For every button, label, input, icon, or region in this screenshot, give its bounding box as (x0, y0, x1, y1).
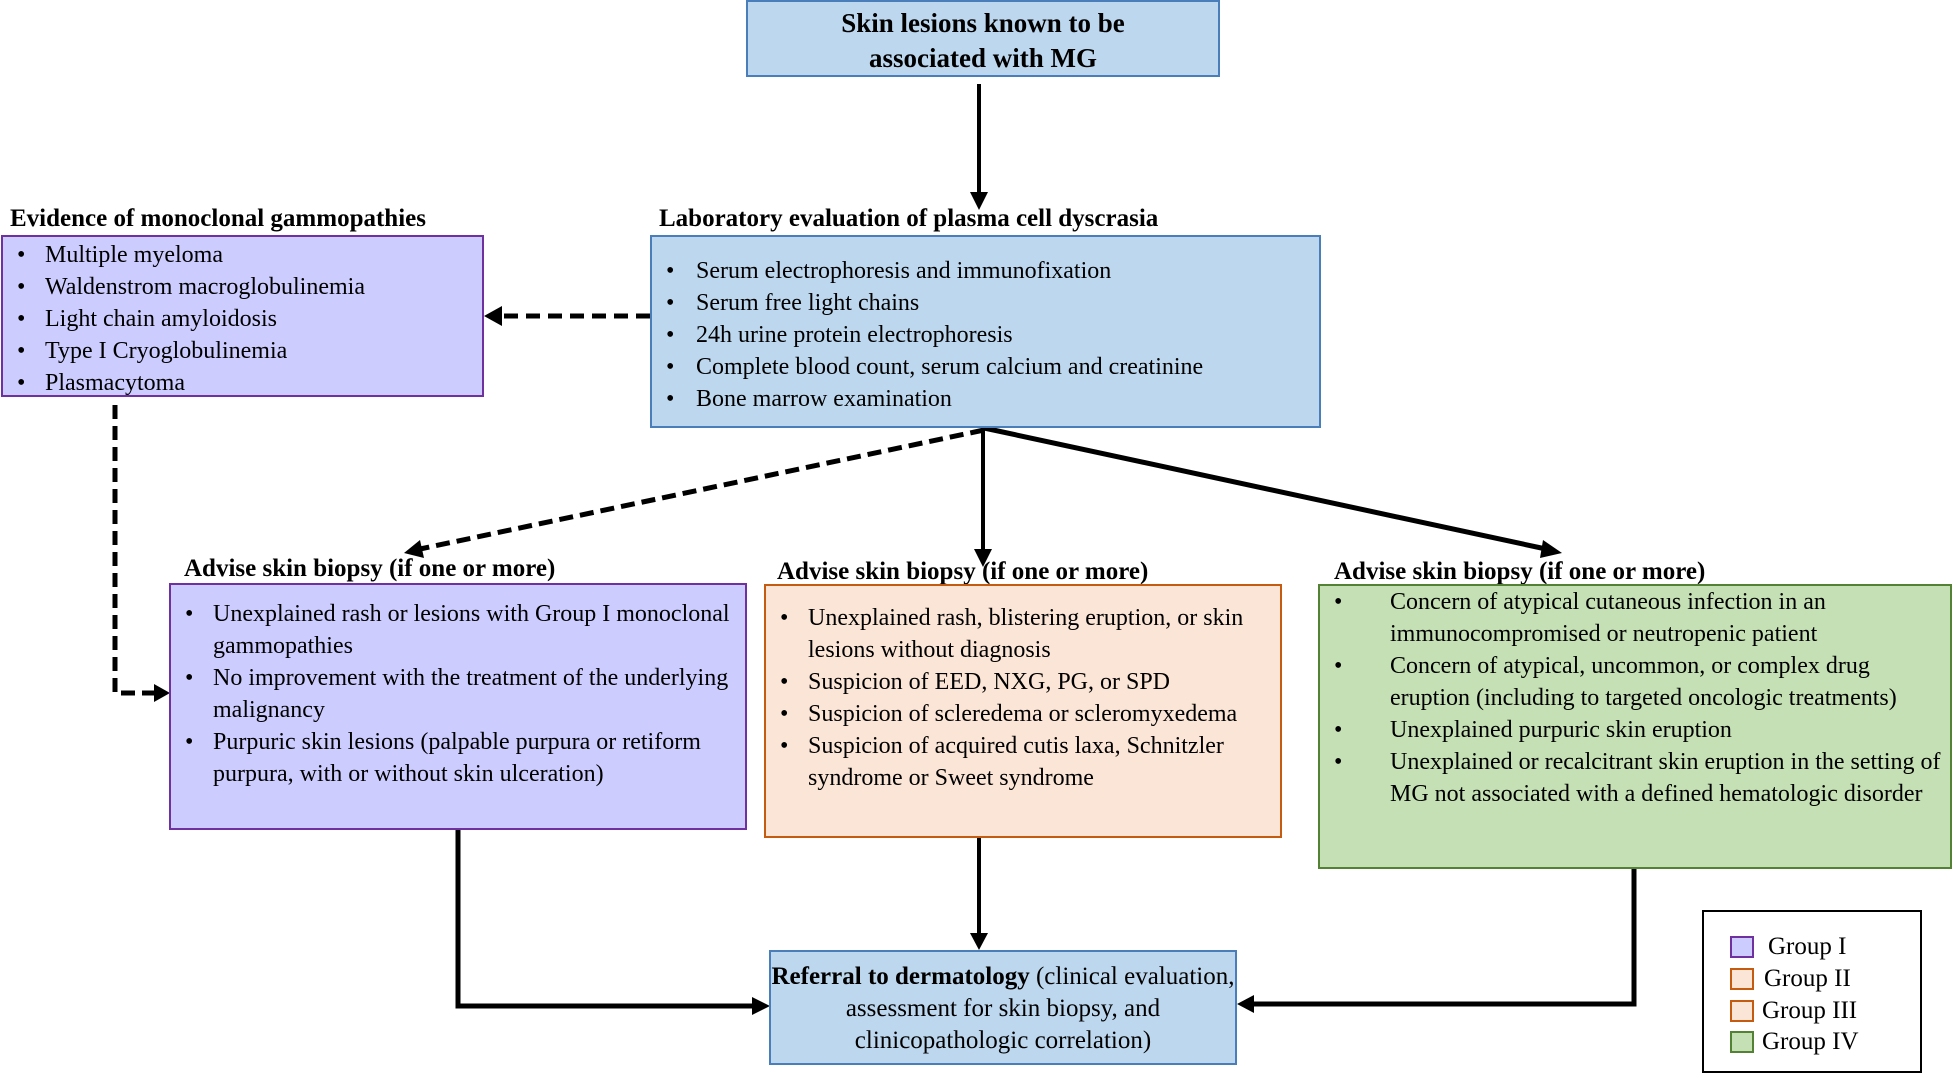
list-item: Concern of atypical cutaneous infection … (1320, 586, 1950, 650)
biopsy-group1-list: Unexplained rash or lesions with Group I… (171, 598, 745, 790)
biopsy-group4-list: Concern of atypical cutaneous infection … (1320, 586, 1950, 810)
biopsy-group1-box: Unexplained rash or lesions with Group I… (169, 583, 747, 830)
arrow-lab-to-biopsy-group1 (419, 427, 985, 552)
list-item: Suspicion of EED, NXG, PG, or SPD (766, 666, 1280, 698)
legend-item-group2: Group II (1730, 965, 1851, 993)
list-item: 24h urine protein electrophoresis (652, 319, 1319, 351)
list-item: Unexplained rash or lesions with Group I… (171, 598, 745, 662)
biopsy-group1-title: Advise skin biopsy (if one or more) (184, 555, 556, 582)
arrow-lab-to-biopsy-group4 (983, 425, 1547, 552)
arrowhead-lab-to-biopsy-group1 (404, 540, 424, 558)
list-item: Suspicion of acquired cutis laxa, Schnit… (766, 730, 1280, 794)
legend-item-group3: Group III (1730, 997, 1857, 1025)
legend-swatch-group2 (1730, 968, 1754, 990)
list-item: Unexplained purpuric skin eruption (1320, 714, 1950, 746)
referral-description: (clinical evaluation, assessment for ski… (845, 963, 1235, 1054)
arrow-biopsy-group1-to-referral (455, 829, 754, 1009)
list-item: Purpuric skin lesions (palpable purpura … (171, 726, 745, 790)
list-item: Bone marrow examination (652, 383, 1319, 415)
arrowhead-biopsy-group1-to-referral (752, 997, 770, 1015)
list-item: Complete blood count, serum calcium and … (652, 351, 1319, 383)
arrowhead-lab-to-biopsy-group4 (1540, 540, 1562, 558)
evidence-box: Multiple myeloma Waldenstrom macroglobul… (1, 235, 484, 399)
legend-label: Group IV (1762, 1028, 1859, 1055)
list-item: Waldenstrom macroglobulinemia (3, 271, 482, 303)
legend-item-group1: Group I (1730, 933, 1846, 961)
list-item: Serum electrophoresis and immunofixation (652, 255, 1319, 287)
arrowhead-lab-to-evidence (484, 306, 502, 326)
arrowhead-biopsy-group2-3-to-referral (970, 933, 988, 950)
legend: Group I Group II Group III Group IV (1702, 910, 1922, 1073)
arrowhead-top-to-lab (970, 192, 988, 210)
legend-swatch-group1 (1730, 936, 1754, 958)
arrow-evidence-to-biopsy-group1 (112, 405, 156, 696)
list-item: Light chain amyloidosis (3, 303, 482, 335)
legend-swatch-group3 (1730, 1000, 1754, 1022)
list-item: Unexplained rash, blistering eruption, o… (766, 602, 1280, 666)
arrowhead-lab-to-biopsy-group2-3 (974, 549, 992, 567)
lab-evaluation-list: Serum electrophoresis and immunofixation… (652, 255, 1319, 415)
referral-box: Referral to dermatology (clinical evalua… (769, 950, 1237, 1065)
arrowhead-biopsy-group4-to-referral (1237, 995, 1254, 1013)
biopsy-group2-3-list: Unexplained rash, blistering eruption, o… (766, 602, 1280, 794)
legend-label: Group II (1764, 965, 1851, 992)
legend-label: Group III (1762, 997, 1858, 1024)
arrowhead-evidence-to-biopsy-group1 (154, 684, 170, 702)
list-item: Suspicion of scleredema or scleromyxedem… (766, 698, 1280, 730)
list-item: Concern of atypical, uncommon, or comple… (1320, 650, 1950, 714)
start-box-line1: Skin lesions known to be (841, 8, 1125, 38)
list-item: Unexplained or recalcitrant skin eruptio… (1320, 746, 1950, 810)
evidence-title: Evidence of monoclonal gammopathies (10, 205, 426, 232)
referral-title: Referral to dermatology (771, 963, 1030, 990)
list-item: Serum free light chains (652, 287, 1319, 319)
legend-item-group4: Group IV (1730, 1028, 1859, 1056)
biopsy-group4-box: Concern of atypical cutaneous infection … (1318, 584, 1952, 869)
legend-swatch-group4 (1730, 1031, 1754, 1053)
legend-label: Group I (1768, 933, 1847, 960)
lab-evaluation-box: Serum electrophoresis and immunofixation… (650, 235, 1321, 428)
lab-evaluation-title: Laboratory evaluation of plasma cell dys… (659, 205, 1159, 232)
list-item: Multiple myeloma (3, 239, 482, 271)
evidence-list: Multiple myeloma Waldenstrom macroglobul… (3, 239, 482, 399)
start-box-line2: associated with MG (869, 43, 1097, 73)
list-item: No improvement with the treatment of the… (171, 662, 745, 726)
start-box-skin-lesions: Skin lesions known to be associated with… (746, 0, 1220, 77)
arrow-biopsy-group4-to-referral (1252, 868, 1637, 1007)
list-item: Plasmacytoma (3, 367, 482, 399)
list-item: Type I Cryoglobulinemia (3, 335, 482, 367)
biopsy-group2-3-title: Advise skin biopsy (if one or more) (777, 558, 1149, 585)
biopsy-group4-title: Advise skin biopsy (if one or more) (1334, 558, 1706, 585)
biopsy-group2-3-box: Unexplained rash, blistering eruption, o… (764, 584, 1282, 838)
